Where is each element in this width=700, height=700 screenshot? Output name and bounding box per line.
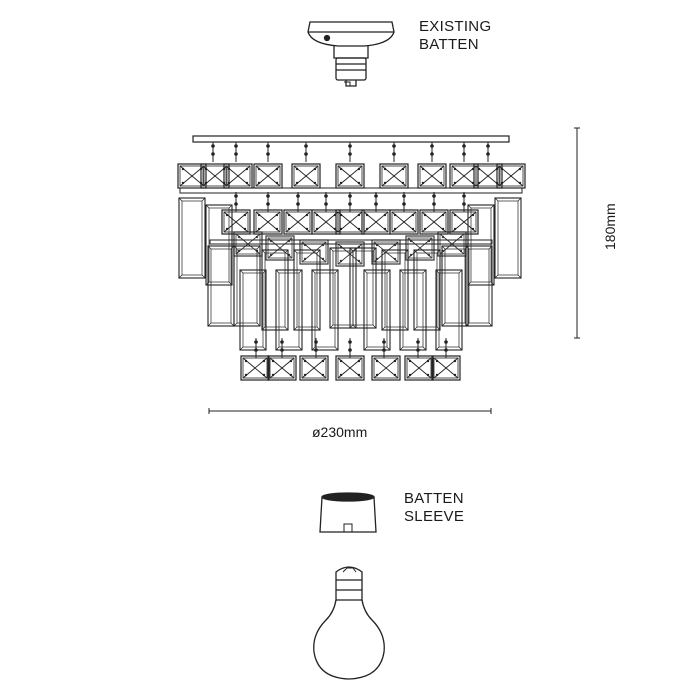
existing-batten-label: EXISTING BATTEN [419,18,491,54]
batten-sleeve-label-line1: BATTEN [404,490,464,507]
existing-batten-icon [307,21,395,87]
width-dimension-line [208,408,492,414]
chandelier-icon [177,135,526,381]
width-dimension-label: ø230mm [312,424,368,440]
existing-batten-label-line1: EXISTING [419,18,492,35]
height-dimension-label: 180mm [602,203,618,250]
height-dimension-line [574,127,580,339]
batten-sleeve-label: BATTEN SLEEVE [404,490,464,526]
existing-batten-label-line2: BATTEN [419,36,479,53]
batten-sleeve-label-line2: SLEEVE [404,508,465,525]
light-bulb-icon [313,566,385,680]
batten-sleeve-icon [319,492,377,533]
